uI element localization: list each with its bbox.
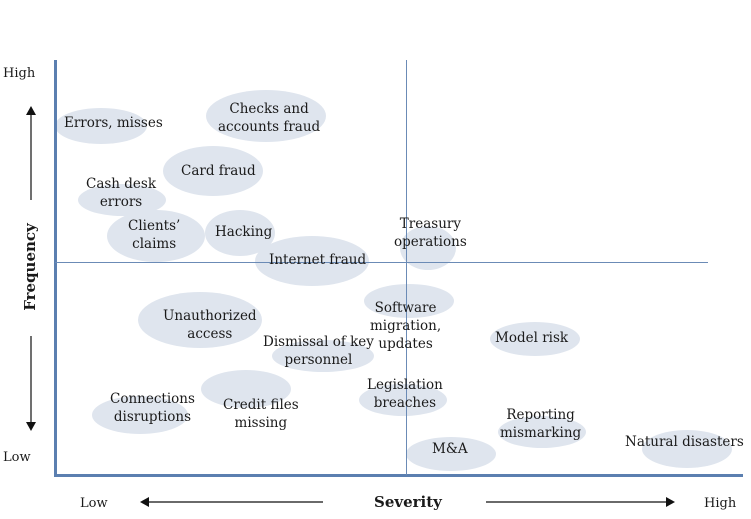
risk-errors-misses: Errors, misses bbox=[64, 115, 163, 131]
blob-connections-disruptions bbox=[92, 396, 188, 434]
blob-card-fraud bbox=[163, 146, 263, 196]
y-low-label: Low bbox=[3, 450, 31, 465]
blob-m-and-a bbox=[406, 437, 496, 471]
x-right-arrow-icon bbox=[486, 497, 675, 507]
blob-dismissal-personnel bbox=[272, 340, 374, 372]
blob-model-risk bbox=[490, 322, 580, 356]
x-axis-line bbox=[54, 474, 743, 477]
risk-legislation-breaches: Legislation breaches bbox=[367, 377, 443, 411]
y-up-arrow-icon bbox=[26, 106, 36, 200]
blob-reporting-mismarking bbox=[498, 416, 586, 448]
risk-dismissal-personnel: Dismissal of key personnel bbox=[263, 334, 374, 368]
blob-legislation-breaches bbox=[359, 384, 447, 416]
risk-credit-files-missing: Credit files missing bbox=[223, 397, 299, 431]
risk-unauthorized-access: Unauthorized access bbox=[163, 308, 257, 342]
blob-software-migration bbox=[364, 284, 454, 318]
risk-clients-claims: Clients’ claims bbox=[128, 218, 181, 252]
blob-clients-claims bbox=[107, 210, 205, 262]
x-left-arrow-icon bbox=[140, 497, 323, 507]
blob-natural-disasters bbox=[642, 430, 732, 468]
y-axis-line bbox=[54, 60, 57, 477]
y-high-label: High bbox=[3, 66, 36, 81]
risk-checks-fraud: Checks and accounts fraud bbox=[218, 101, 321, 135]
horizontal-divider bbox=[55, 262, 708, 263]
y-axis-title: Frequency bbox=[21, 223, 39, 311]
x-axis-title: Severity bbox=[374, 493, 442, 511]
blob-credit-files-missing bbox=[201, 370, 291, 408]
risk-m-and-a: M&A bbox=[432, 441, 468, 457]
risk-card-fraud: Card fraud bbox=[181, 163, 256, 179]
blob-checks-fraud bbox=[206, 90, 326, 142]
x-high-label: High bbox=[704, 496, 737, 511]
risk-internet-fraud: Internet fraud bbox=[269, 252, 367, 268]
risk-hacking: Hacking bbox=[215, 224, 273, 240]
risk-cash-desk-errors: Cash desk errors bbox=[86, 176, 157, 210]
risk-connections-disruptions: Connections disruptions bbox=[110, 391, 195, 425]
blob-errors-misses bbox=[55, 108, 147, 144]
vertical-divider bbox=[406, 60, 407, 475]
risk-treasury-operations: Treasury operations bbox=[394, 216, 467, 250]
blob-internet-fraud bbox=[255, 236, 369, 286]
risk-model-risk: Model risk bbox=[495, 330, 569, 346]
x-low-label: Low bbox=[80, 496, 108, 511]
blob-unauthorized-access bbox=[138, 292, 262, 348]
risk-software-migration: Software migration, updates bbox=[370, 300, 442, 352]
risk-natural-disasters: Natural disasters bbox=[625, 434, 744, 450]
y-down-arrow-icon bbox=[26, 336, 36, 431]
risk-reporting-mismarking: Reporting mismarking bbox=[500, 407, 582, 441]
